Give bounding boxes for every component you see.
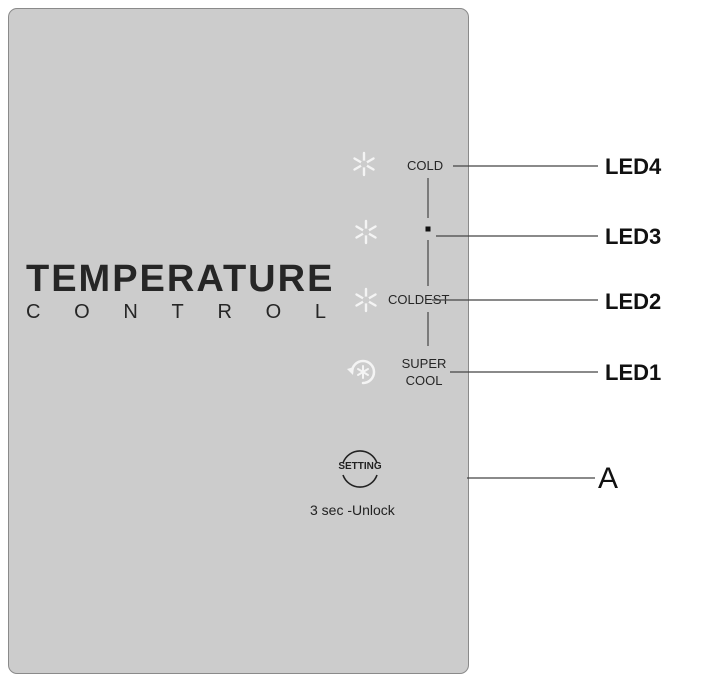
supercool-fan-icon [347,359,376,385]
control-panel [8,8,469,674]
subtitle-letter: R [217,301,232,323]
panel-subtitle: C O N T R O L [26,301,326,324]
subtitle-letter: L [314,301,326,323]
subtitle-letter: C [26,301,41,323]
level-indicator-dot [425,226,431,232]
super-label-line: COOL [405,373,443,388]
level-label-super-cool: SUPER COOL [398,355,450,389]
callout-label-a: A [598,462,619,495]
level-label-coldest: COLDEST [388,292,450,307]
snowflake-icon [353,151,375,177]
level-label-cold: COLD [407,158,444,173]
callout-label-led4: LED4 [605,154,662,179]
super-label-line: SUPER [401,356,447,371]
callout-label-led1: LED1 [605,360,662,385]
setting-ring-icon [342,450,378,488]
unlock-caption: 3 sec -Unlock [310,502,395,518]
snowflake-icon [355,219,377,245]
panel-title: TEMPERATURE [26,258,335,300]
subtitle-letter: O [74,301,90,323]
snowflake-icon [355,287,377,313]
setting-button-label: SETTING [338,461,382,472]
setting-button[interactable]: SETTING [335,443,385,493]
subtitle-letter: O [265,301,282,323]
callout-label-led2: LED2 [605,289,662,314]
callout-label-led3: LED3 [605,224,662,249]
subtitle-letter: N [123,301,138,323]
subtitle-letter: T [171,301,184,323]
